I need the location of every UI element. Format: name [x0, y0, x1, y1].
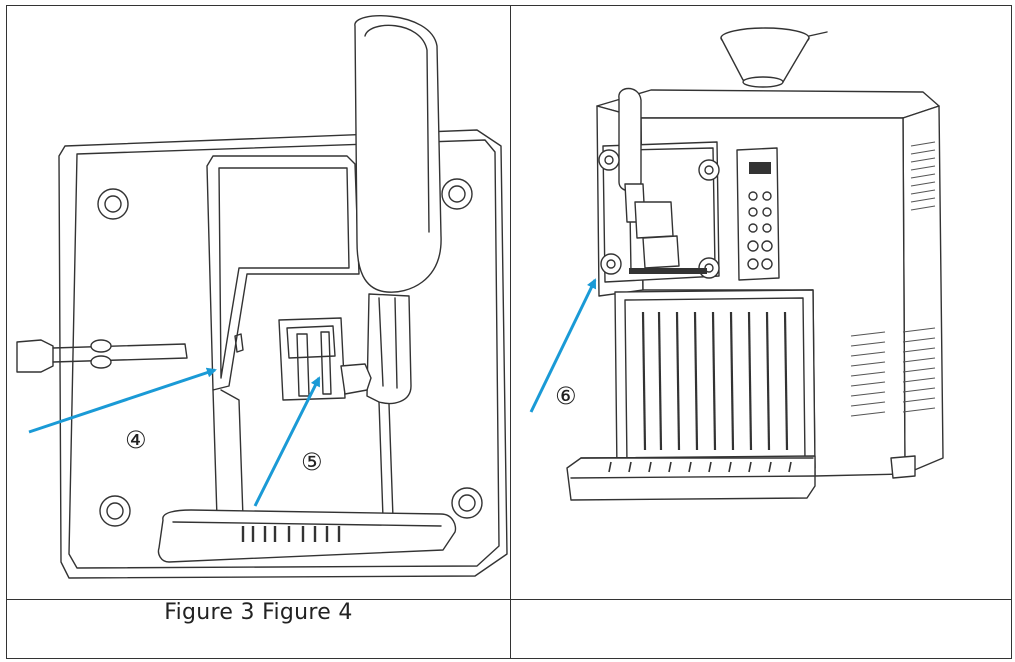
hopper-lid — [720, 27, 828, 88]
callout-arrow-6 — [529, 278, 597, 413]
callout-label-6: ⑥ — [555, 382, 577, 410]
screw-hole-top-right — [441, 178, 473, 210]
screw-hole-top-left — [97, 188, 129, 220]
front-knob-right-top — [698, 159, 720, 181]
caption-cell-right — [510, 598, 1012, 660]
front-knob-bottom — [600, 253, 622, 275]
control-panel — [736, 147, 780, 281]
screw-hole-bottom-left — [99, 495, 131, 527]
figure-caption: Figure 3 Figure 4 — [164, 599, 353, 625]
lower-grille-panel — [614, 289, 816, 473]
callout-label-4: ④ — [125, 426, 147, 454]
callout-arrow-5 — [253, 376, 321, 507]
figure-3-drawing: ④ ⑤ — [16, 15, 508, 579]
callout-arrow-4 — [28, 367, 217, 434]
callout-label-5: ⑤ — [301, 448, 323, 476]
figure-4-drawing: ⑥ — [529, 27, 944, 501]
screw-hole-bottom-right — [451, 487, 483, 519]
figure-3-cell: ④ ⑤ — [6, 5, 511, 600]
caption-cell-left: Figure 3 Figure 4 — [6, 598, 511, 660]
figure-4-cell: ⑥ — [510, 5, 1012, 600]
figure-table: ④ ⑤ — [6, 5, 1012, 660]
front-knob-top — [598, 149, 620, 171]
drip-tray — [157, 509, 457, 563]
hinge-pin — [16, 339, 188, 373]
front-drip-tray — [566, 455, 816, 501]
right-vents — [850, 141, 936, 417]
